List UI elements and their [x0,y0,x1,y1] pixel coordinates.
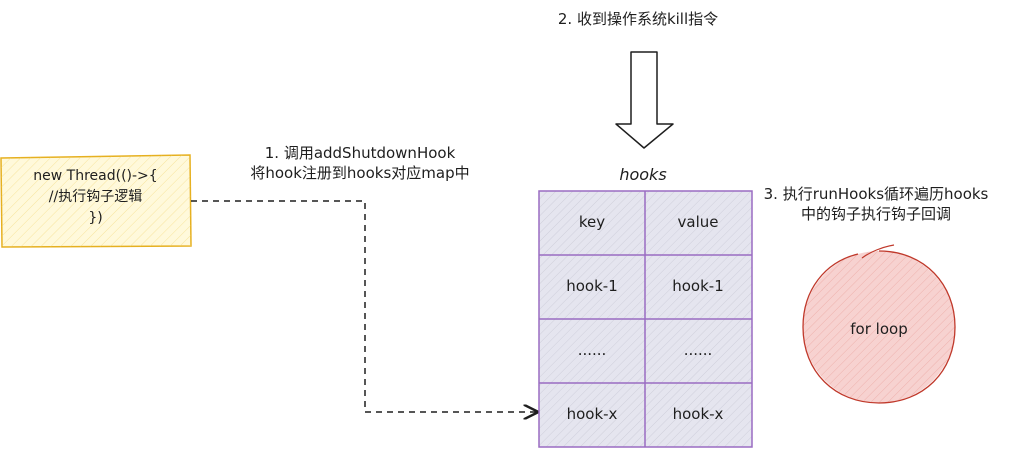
table-row-2-value: ...... [683,341,713,359]
step-3-label-line1: 3. 执行runHooks循环遍历hooks [763,185,989,203]
step-3-label-line2: 中的钩子执行钩子回调 [800,205,951,223]
table-header-key: key [578,213,606,231]
hooks-table-frame [538,190,753,448]
register-connector [191,200,537,412]
table-row-2-key: ...... [577,341,607,359]
table-row-3-value: hook-x [672,405,724,423]
kill-signal-arrow [615,51,674,149]
step-1-label-line1: 1. 调用addShutdownHook [264,144,456,162]
thread-code-line-2: //执行钩子逻辑 [48,189,143,205]
table-row-3-key: hook-x [566,405,618,423]
table-header-value: value [677,213,719,231]
table-row-1-value: hook-1 [672,277,724,295]
table-row-1-key: hook-1 [566,277,618,295]
hooks-table-title: hooks [619,165,667,184]
thread-code-line-3: }) [88,210,103,226]
step-1-label-line2: 将hook注册到hooks对应map中 [250,164,470,182]
thread-code-line-1: new Thread(()->{ [33,168,158,184]
thread-box [0,154,192,248]
step-2-label: 2. 收到操作系统kill指令 [557,10,719,28]
thread-code: new Thread(()->{ //执行钩子逻辑 }) [0,166,191,229]
loop-circle [802,244,956,404]
loop-label: for loop [850,320,908,338]
